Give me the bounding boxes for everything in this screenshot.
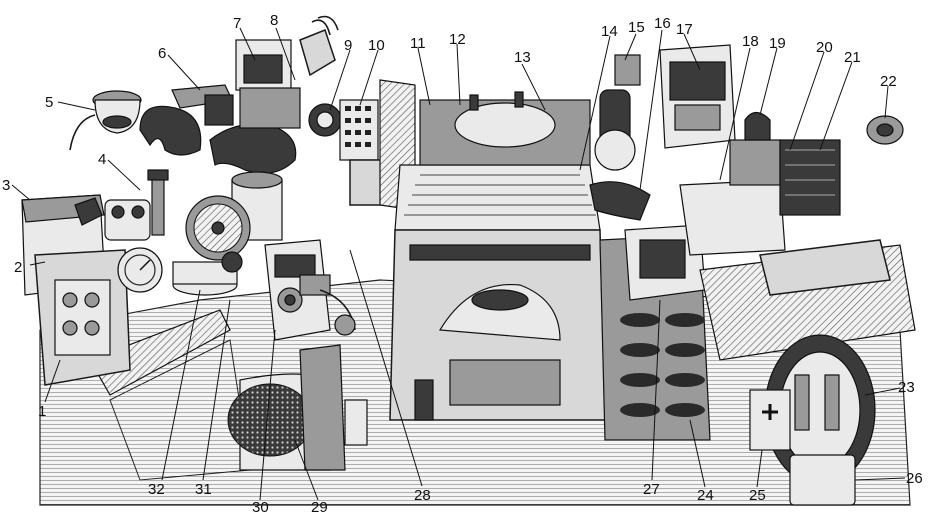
gun-breech xyxy=(389,91,606,421)
callout-20: 20 xyxy=(816,39,833,56)
callout-9: 9 xyxy=(344,37,352,54)
callout-27: 27 xyxy=(643,481,660,498)
gauge-cluster xyxy=(104,169,169,293)
radio-station xyxy=(589,44,841,256)
callout-3: 3 xyxy=(2,177,10,194)
callout-6: 6 xyxy=(158,45,166,62)
callout-31: 31 xyxy=(195,481,212,498)
callout-32: 32 xyxy=(148,481,165,498)
callout-25: 25 xyxy=(749,487,766,504)
callout-14: 14 xyxy=(601,23,618,40)
leader-lines xyxy=(11,27,906,501)
callout-30: 30 xyxy=(252,499,269,516)
callout-17: 17 xyxy=(676,21,693,38)
callout-12: 12 xyxy=(449,31,466,48)
left-wall-panel xyxy=(21,194,131,386)
turret-drive-motor xyxy=(172,171,283,296)
callout-19: 19 xyxy=(769,35,786,52)
ammo-rack xyxy=(599,224,711,441)
ammo-crate xyxy=(227,344,368,471)
callout-10: 10 xyxy=(368,37,385,54)
callout-21: 21 xyxy=(844,49,861,66)
callout-26: 26 xyxy=(906,470,923,487)
callout-16: 16 xyxy=(654,15,671,32)
callout-18: 18 xyxy=(742,33,759,50)
control-box xyxy=(264,239,356,341)
callout-28: 28 xyxy=(414,487,431,504)
rear-right-equipment xyxy=(699,115,916,506)
callout-15: 15 xyxy=(628,19,645,36)
callout-7: 7 xyxy=(233,15,241,32)
periscope-visor xyxy=(139,84,297,174)
callout-29: 29 xyxy=(311,499,328,516)
callout-2: 2 xyxy=(14,259,22,276)
gun-sight-assembly xyxy=(235,15,416,211)
dome-lamp xyxy=(69,90,142,151)
callout-8: 8 xyxy=(270,12,278,29)
callout-24: 24 xyxy=(697,487,714,504)
callout-22: 22 xyxy=(880,73,897,90)
callout-labels: 1 2 3 4 5 6 7 8 9 10 11 12 13 14 15 16 1… xyxy=(2,12,923,516)
callout-11: 11 xyxy=(410,35,426,52)
callout-5: 5 xyxy=(45,94,53,111)
callout-1: 1 xyxy=(38,403,46,420)
callout-23: 23 xyxy=(898,379,915,396)
callout-4: 4 xyxy=(98,151,106,168)
callout-13: 13 xyxy=(514,49,531,66)
